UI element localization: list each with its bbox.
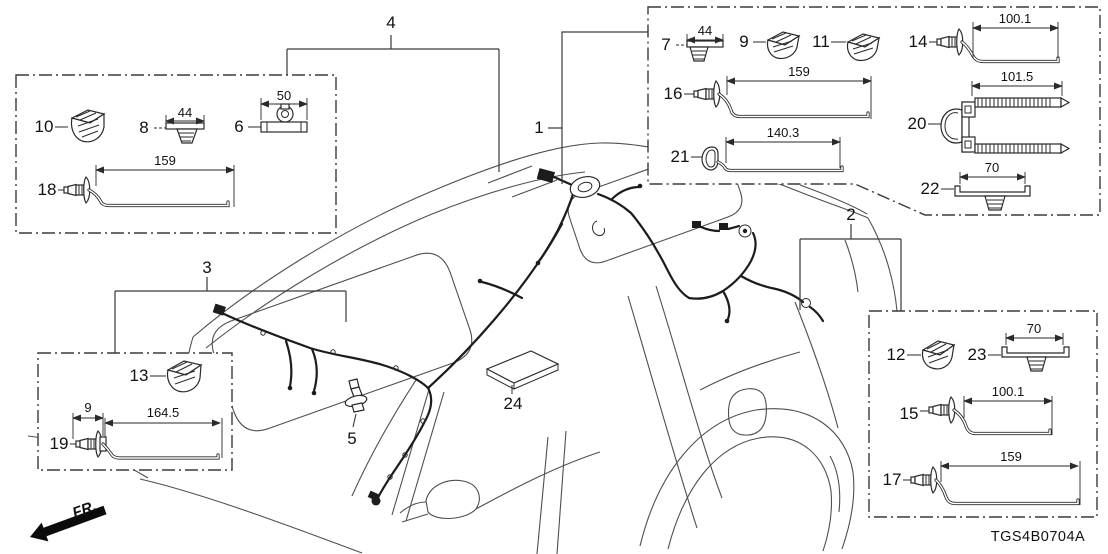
- lower-right-box-content: 12 23 70 15 100.1: [883, 321, 1081, 506]
- harness-end-loop: [801, 298, 811, 308]
- hook-clip: [592, 220, 605, 236]
- dim-7: 44: [698, 23, 712, 38]
- connector: [212, 303, 226, 316]
- callout-1: 1: [534, 118, 543, 137]
- clip-9: [766, 31, 801, 60]
- dim-18: 159: [154, 153, 176, 168]
- callout-2: 2: [846, 205, 855, 224]
- part-5-grommet: [344, 378, 368, 428]
- part-ref-18: 18: [38, 180, 57, 199]
- dim-21: 140.3: [767, 125, 800, 140]
- callout-5: 5: [347, 429, 356, 448]
- part-ref-15: 15: [900, 404, 919, 423]
- callout-3: 3: [202, 258, 211, 277]
- sunroof-opening: [211, 252, 473, 432]
- part-ref-16: 16: [664, 84, 683, 103]
- vehicle-outline: [27, 142, 898, 554]
- part-24-panel: [485, 350, 560, 394]
- dim-15: 100.1: [992, 384, 1025, 399]
- dim-6: 50: [277, 88, 291, 103]
- callout-4: 4: [386, 13, 395, 32]
- fr-direction-indicator: FR.: [30, 498, 107, 542]
- clip-14: [936, 28, 1060, 64]
- parts-box-upper-right: [647, 6, 1101, 216]
- part-ref-23: 23: [968, 345, 987, 364]
- clip-16: [693, 80, 870, 119]
- part-ref-7: 7: [661, 35, 670, 54]
- part-ref-6: 6: [234, 117, 243, 136]
- part-ref-21: 21: [671, 147, 690, 166]
- fuel-door: [727, 388, 767, 436]
- clip-21: [701, 146, 844, 173]
- dim-22: 70: [985, 160, 999, 175]
- part-ref-14: 14: [909, 32, 928, 51]
- dim-20: 101.5: [1001, 69, 1034, 84]
- diagram-code: TGS4B0704A: [991, 529, 1085, 545]
- callout-24: 24: [504, 394, 523, 413]
- clip-20: [940, 96, 1071, 155]
- part-ref-10: 10: [35, 117, 54, 136]
- callout-leaders: [114, 31, 902, 353]
- part-ref-20: 20: [908, 114, 927, 133]
- part-ref-9: 9: [739, 32, 748, 51]
- clip-22: [954, 185, 1031, 211]
- clip-13: [166, 360, 203, 393]
- roof-wire-harness: [212, 168, 825, 506]
- part-ref-22: 22: [921, 179, 940, 198]
- grab-handle-connector: [569, 175, 601, 199]
- rear-wheel-arch: [639, 408, 855, 550]
- clip-23: [1001, 346, 1070, 372]
- clip-18: [63, 176, 230, 208]
- dim-19a: 9: [84, 400, 91, 415]
- part-ref-8: 8: [139, 118, 148, 137]
- dim-8: 44: [178, 105, 192, 120]
- part-ref-13: 13: [130, 366, 149, 385]
- dim-19b: 164.5: [147, 405, 180, 420]
- part-ref-19: 19: [50, 434, 69, 453]
- lower-left-box-content: 13 19 9 164.5: [50, 360, 223, 460]
- dim-14: 100.1: [999, 11, 1032, 26]
- dim-17: 159: [1000, 449, 1022, 464]
- clip-10: [70, 109, 106, 143]
- part-ref-17: 17: [883, 470, 902, 489]
- dim-16: 159: [788, 64, 810, 79]
- clip-15: [928, 396, 1052, 436]
- upper-right-box-content: 7 44 9 11 14: [661, 11, 1071, 211]
- part-ref-11: 11: [812, 32, 830, 51]
- part-ref-12: 12: [887, 345, 906, 364]
- upper-left-box-content: 10 8 44 6 50 18: [35, 88, 308, 208]
- parts-box-lower-right: [868, 310, 1098, 518]
- clip-11: [846, 33, 881, 62]
- clip-17: [910, 466, 1080, 506]
- fr-arrow-icon: [30, 505, 107, 542]
- clip-12: [921, 340, 956, 370]
- dim-23: 70: [1027, 321, 1041, 336]
- clip-19: [75, 430, 220, 460]
- door-mirror: [425, 479, 480, 519]
